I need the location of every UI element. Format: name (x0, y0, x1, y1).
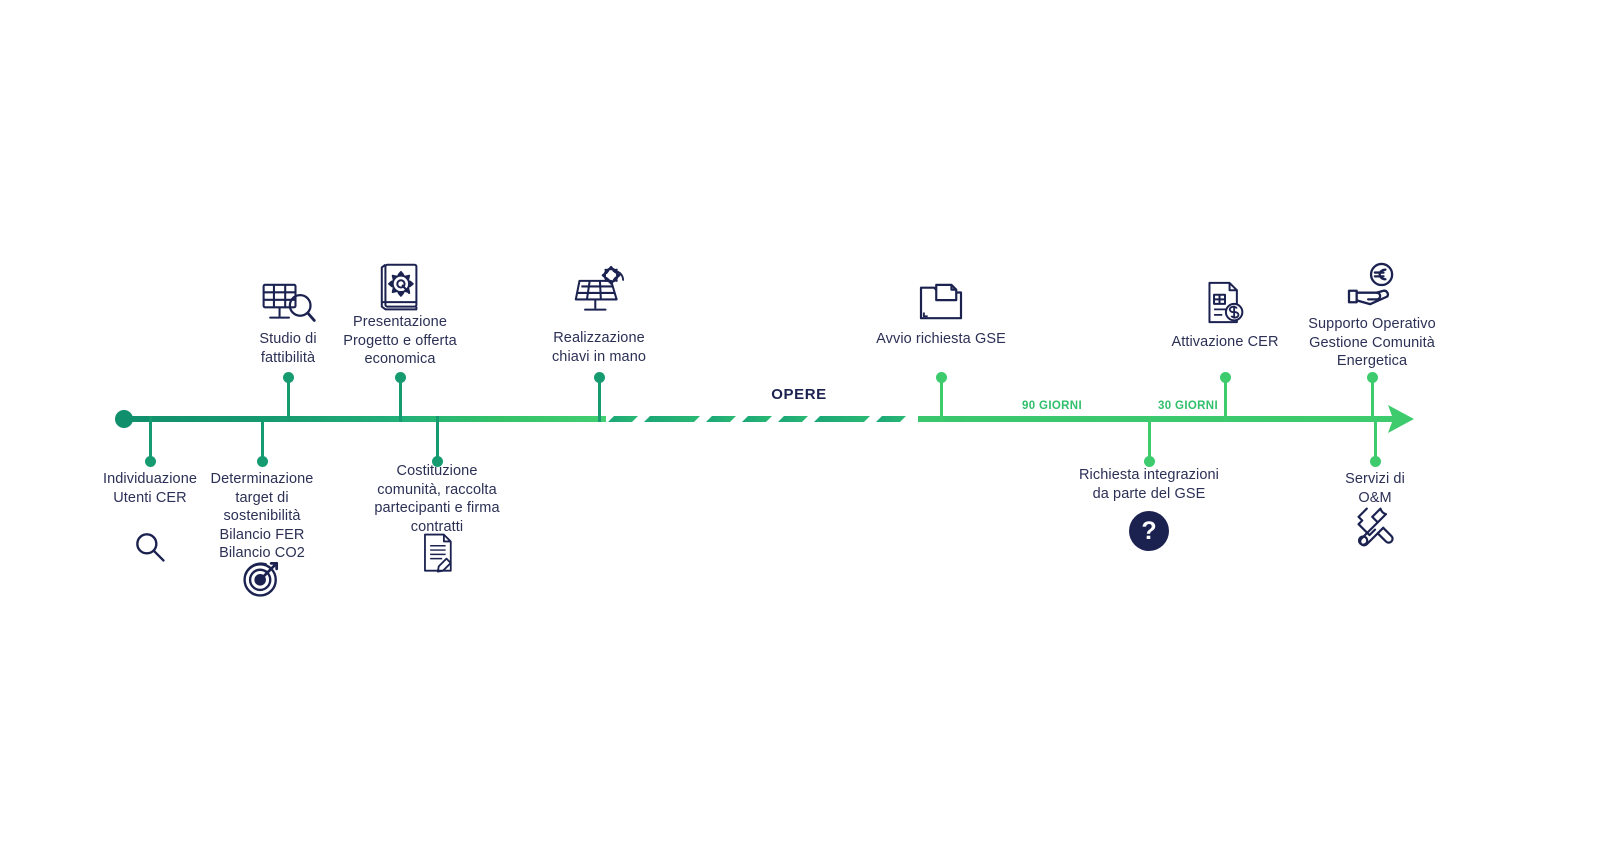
target-icon (240, 556, 284, 600)
section-caption: OPERE (771, 386, 827, 403)
milestone-label: Studio di fattibilità (259, 331, 317, 366)
milestone-label: Costituzione comunità, raccolta partecip… (374, 463, 500, 535)
milestone-dot (257, 456, 268, 467)
milestone-label: Avvio richiesta GSE (876, 331, 1006, 347)
milestone-stem (149, 416, 152, 461)
tools-icon (1353, 505, 1397, 547)
milestone-label: Realizzazione chiavi in mano (551, 330, 647, 365)
milestone-dot (432, 456, 443, 467)
milestone-dot (1220, 372, 1231, 383)
milestone-label: Servizi di O&M (1345, 471, 1405, 506)
milestone-stem (261, 416, 264, 461)
milestone-stem (940, 377, 943, 422)
milestone-stem (1148, 416, 1151, 461)
milestone-label: Richiesta integrazioni da parte del GSE (1078, 467, 1220, 502)
milestone-stem (399, 377, 402, 422)
milestone-stem (1224, 377, 1227, 422)
milestone-stem (1374, 416, 1377, 461)
milestone-dot (1144, 456, 1155, 467)
milestone-dot (283, 372, 294, 383)
duration-tag: 30 GIORNI (1157, 400, 1219, 412)
milestone-dot (1367, 372, 1378, 383)
invoice-icon (1204, 280, 1246, 326)
milestone-label: Attivazione CER (1171, 334, 1279, 350)
solar-panel-gear-icon (570, 266, 628, 318)
question-badge[interactable]: ? (1129, 511, 1169, 551)
milestone-stem (1371, 377, 1374, 422)
milestone-stem (287, 377, 290, 422)
duration-tag: 90 GIORNI (1021, 400, 1083, 412)
dashed-segment (608, 416, 906, 422)
book-gear-icon (378, 262, 422, 313)
milestone-label: Presentazione Progetto e offerta economi… (343, 314, 457, 368)
folder-document-icon (917, 282, 965, 322)
milestone-stem (436, 416, 439, 461)
milestone-dot (594, 372, 605, 383)
contract-pen-icon (418, 532, 456, 575)
milestone-label: Individuazione Utenti CER (102, 471, 198, 506)
hand-euro-icon (1345, 262, 1399, 308)
milestone-dot (145, 456, 156, 467)
milestone-dot (1370, 456, 1381, 467)
milestone-dot (395, 372, 406, 383)
milestone-dot (936, 372, 947, 383)
milestone-label: Determinazione target di sostenibilità B… (210, 471, 314, 562)
milestone-stem (598, 377, 601, 422)
milestone-label: Supporto Operativo Gestione Comunità Ene… (1308, 316, 1436, 370)
